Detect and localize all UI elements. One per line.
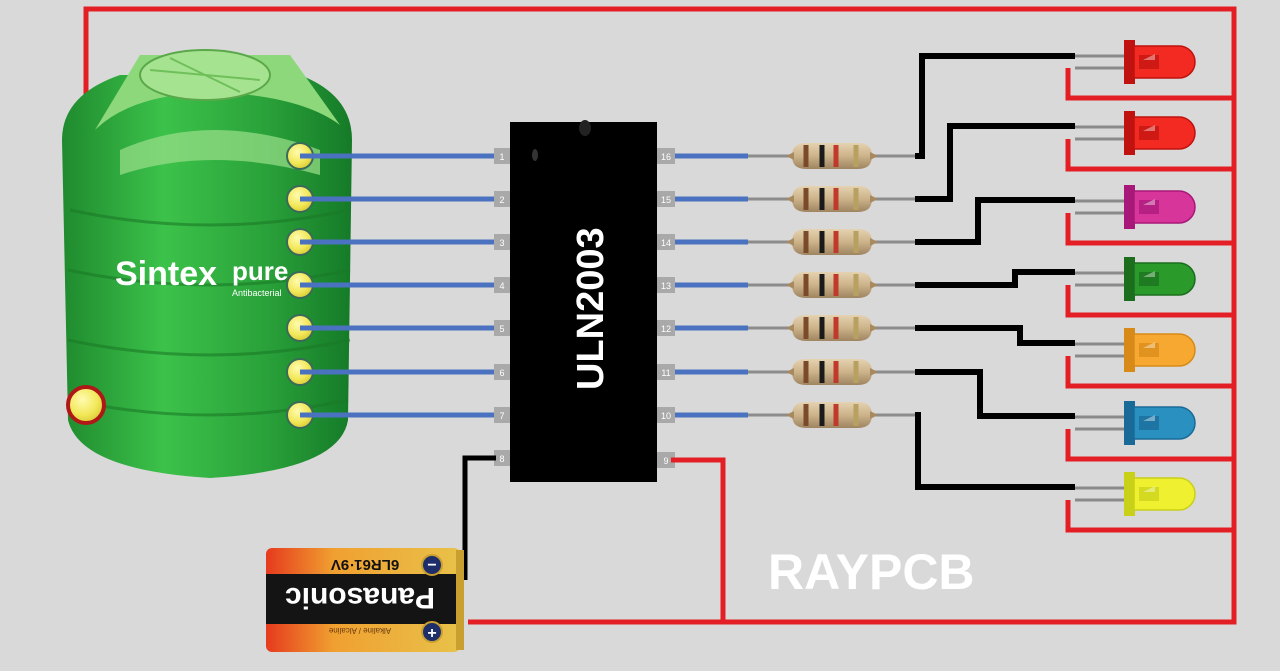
battery-model: 6LR61·9V: [331, 556, 399, 573]
led-anode-wire: [915, 197, 1075, 245]
ic-pin: [657, 452, 675, 468]
pin-number: 1: [499, 152, 504, 162]
ground-wire: [462, 455, 496, 580]
battery-type: Alkaline / Alcaline: [328, 626, 391, 635]
pin-number: 8: [499, 454, 504, 464]
water-tank: Sintex pure Antibacterial: [62, 49, 352, 478]
battery-brand: Panasonic: [285, 581, 435, 614]
orange-led: [1065, 328, 1234, 389]
common-probe: [66, 385, 106, 425]
ic-pin: [657, 364, 675, 380]
led-anode-wire: [915, 53, 1075, 159]
pin-number: 9: [663, 456, 668, 466]
green-led: [1065, 257, 1234, 318]
signal-wires: [300, 153, 496, 418]
resistor-group: [675, 143, 915, 428]
led-anode-wire: [915, 369, 1075, 419]
negative-sign: −: [427, 557, 436, 574]
ic-pin: [494, 450, 510, 466]
pin-number: 4: [499, 281, 504, 291]
ic-pin: [494, 148, 510, 164]
blue-led: [1065, 401, 1234, 462]
ic-pin: [494, 191, 510, 207]
pin-number: 7: [499, 411, 504, 421]
resistor: [675, 186, 915, 212]
pin-number: 15: [661, 195, 671, 205]
ic-pin: [657, 320, 675, 336]
pin-number: 2: [499, 195, 504, 205]
led-cathode-wire: [1065, 285, 1234, 318]
led-cathode-wire: [1065, 356, 1234, 389]
ic-pin: [494, 364, 510, 380]
ic-pin: [657, 407, 675, 423]
tank-tagline: Antibacterial: [232, 288, 282, 298]
resistor: [675, 359, 915, 385]
red-led-1: [1065, 40, 1234, 101]
ic-pin: [494, 234, 510, 250]
pin-number: 12: [661, 324, 671, 334]
watermark: RAYPCB: [768, 544, 975, 600]
battery-negative-terminal: [421, 554, 443, 576]
positive-sign: +: [427, 625, 436, 642]
battery-positive-terminal: [421, 621, 443, 643]
pin-number: 10: [661, 411, 671, 421]
ic-pin: [657, 277, 675, 293]
tank-brand-main: Sintex: [115, 255, 217, 293]
pin-number: 11: [661, 368, 670, 378]
ic-pin: [494, 407, 510, 423]
pin-number: 5: [499, 324, 504, 334]
led-anode-wire: [915, 123, 1075, 202]
battery-9v: − + Panasonic 6LR61·9V Alkaline / Alcali…: [266, 548, 464, 652]
led-cathode-wire: [1065, 500, 1234, 533]
ic-pin: [494, 277, 510, 293]
resistor: [675, 143, 915, 169]
led-anode-wire: [915, 325, 1075, 346]
led-anode-wire: [915, 412, 1075, 490]
pin-number: 3: [499, 238, 504, 248]
yellow-led: [1065, 472, 1234, 533]
uln2003-ic: ULN2003: [510, 120, 657, 482]
led-cathode-wire: [1065, 213, 1234, 246]
pin-number: 14: [661, 238, 671, 248]
ic-label: ULN2003: [570, 227, 612, 390]
ic-pin: [657, 148, 675, 164]
led-cathode-wire: [1065, 68, 1234, 101]
pin-number: 6: [499, 368, 504, 378]
pin-number: 13: [661, 281, 671, 291]
ic-pin: [657, 234, 675, 250]
magenta-led: [1065, 185, 1234, 246]
resistor: [675, 315, 915, 341]
com-wire: [671, 457, 726, 622]
ic-pin: [494, 320, 510, 336]
tank-brand-suffix: pure: [232, 256, 288, 286]
pin-number: 16: [661, 152, 671, 162]
led-wires: [915, 53, 1075, 490]
ic-pin: [657, 191, 675, 207]
led-anode-wire: [915, 269, 1075, 288]
resistor: [675, 229, 915, 255]
resistor: [675, 272, 915, 298]
red-led-2: [1065, 111, 1234, 172]
resistor: [675, 402, 915, 428]
led-group: [1065, 40, 1234, 533]
led-cathode-wire: [1065, 429, 1234, 462]
led-cathode-wire: [1065, 139, 1234, 172]
